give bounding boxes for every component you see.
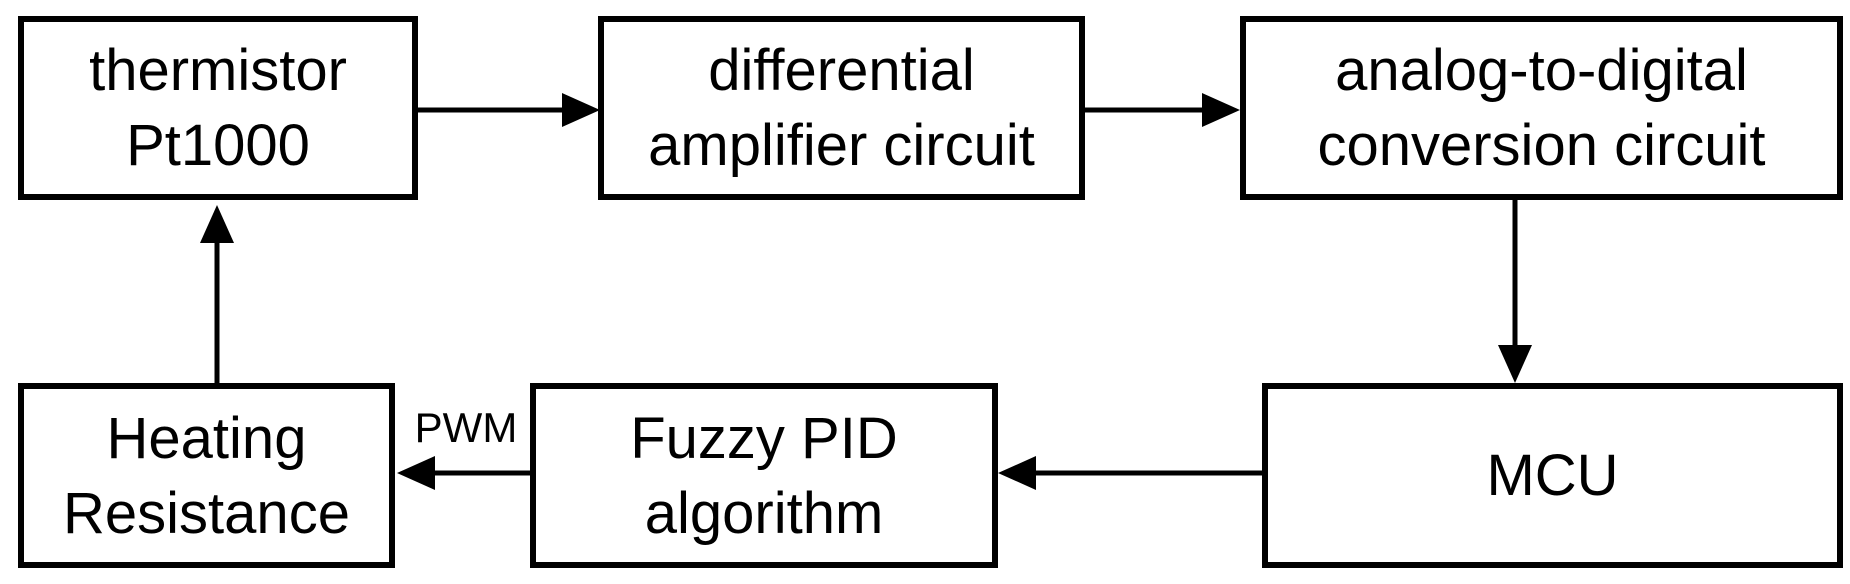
arrow-mcu-to-fuzzy [998, 456, 1262, 490]
pwm-edge-label: PWM [414, 404, 518, 451]
node-adc: analog-to-digital conversion circuit [1240, 16, 1843, 200]
node-differential-amplifier: differential amplifier circuit [598, 16, 1085, 200]
node-heating-resistance: Heating Resistance [18, 383, 395, 568]
node-mcu: MCU [1262, 383, 1843, 568]
arrow-thermistor-to-amplifier [418, 93, 600, 127]
node-thermistor-label: thermistor Pt1000 [89, 38, 347, 178]
node-fuzzy-pid: Fuzzy PID algorithm [530, 383, 998, 568]
arrowhead-left-icon [998, 456, 1036, 490]
node-adc-label: analog-to-digital conversion circuit [1317, 38, 1766, 178]
node-heating-resistance-label: Heating Resistance [63, 405, 350, 546]
node-fuzzy-pid-label: Fuzzy PID algorithm [630, 405, 898, 546]
arrow-fuzzy-to-heating [397, 456, 530, 490]
arrowhead-right-icon [1202, 93, 1240, 127]
node-thermistor: thermistor Pt1000 [18, 16, 418, 200]
arrow-amplifier-to-adc [1085, 93, 1240, 127]
arrowhead-down-icon [1498, 345, 1532, 383]
arrowhead-left-icon [397, 456, 435, 490]
arrow-adc-to-mcu [1498, 200, 1532, 383]
node-mcu-label: MCU [1486, 443, 1619, 508]
arrowhead-right-icon [562, 93, 600, 127]
arrow-heating-to-thermistor [200, 205, 234, 383]
node-differential-amplifier-label: differential amplifier circuit [648, 38, 1035, 178]
arrowhead-up-icon [200, 205, 234, 243]
